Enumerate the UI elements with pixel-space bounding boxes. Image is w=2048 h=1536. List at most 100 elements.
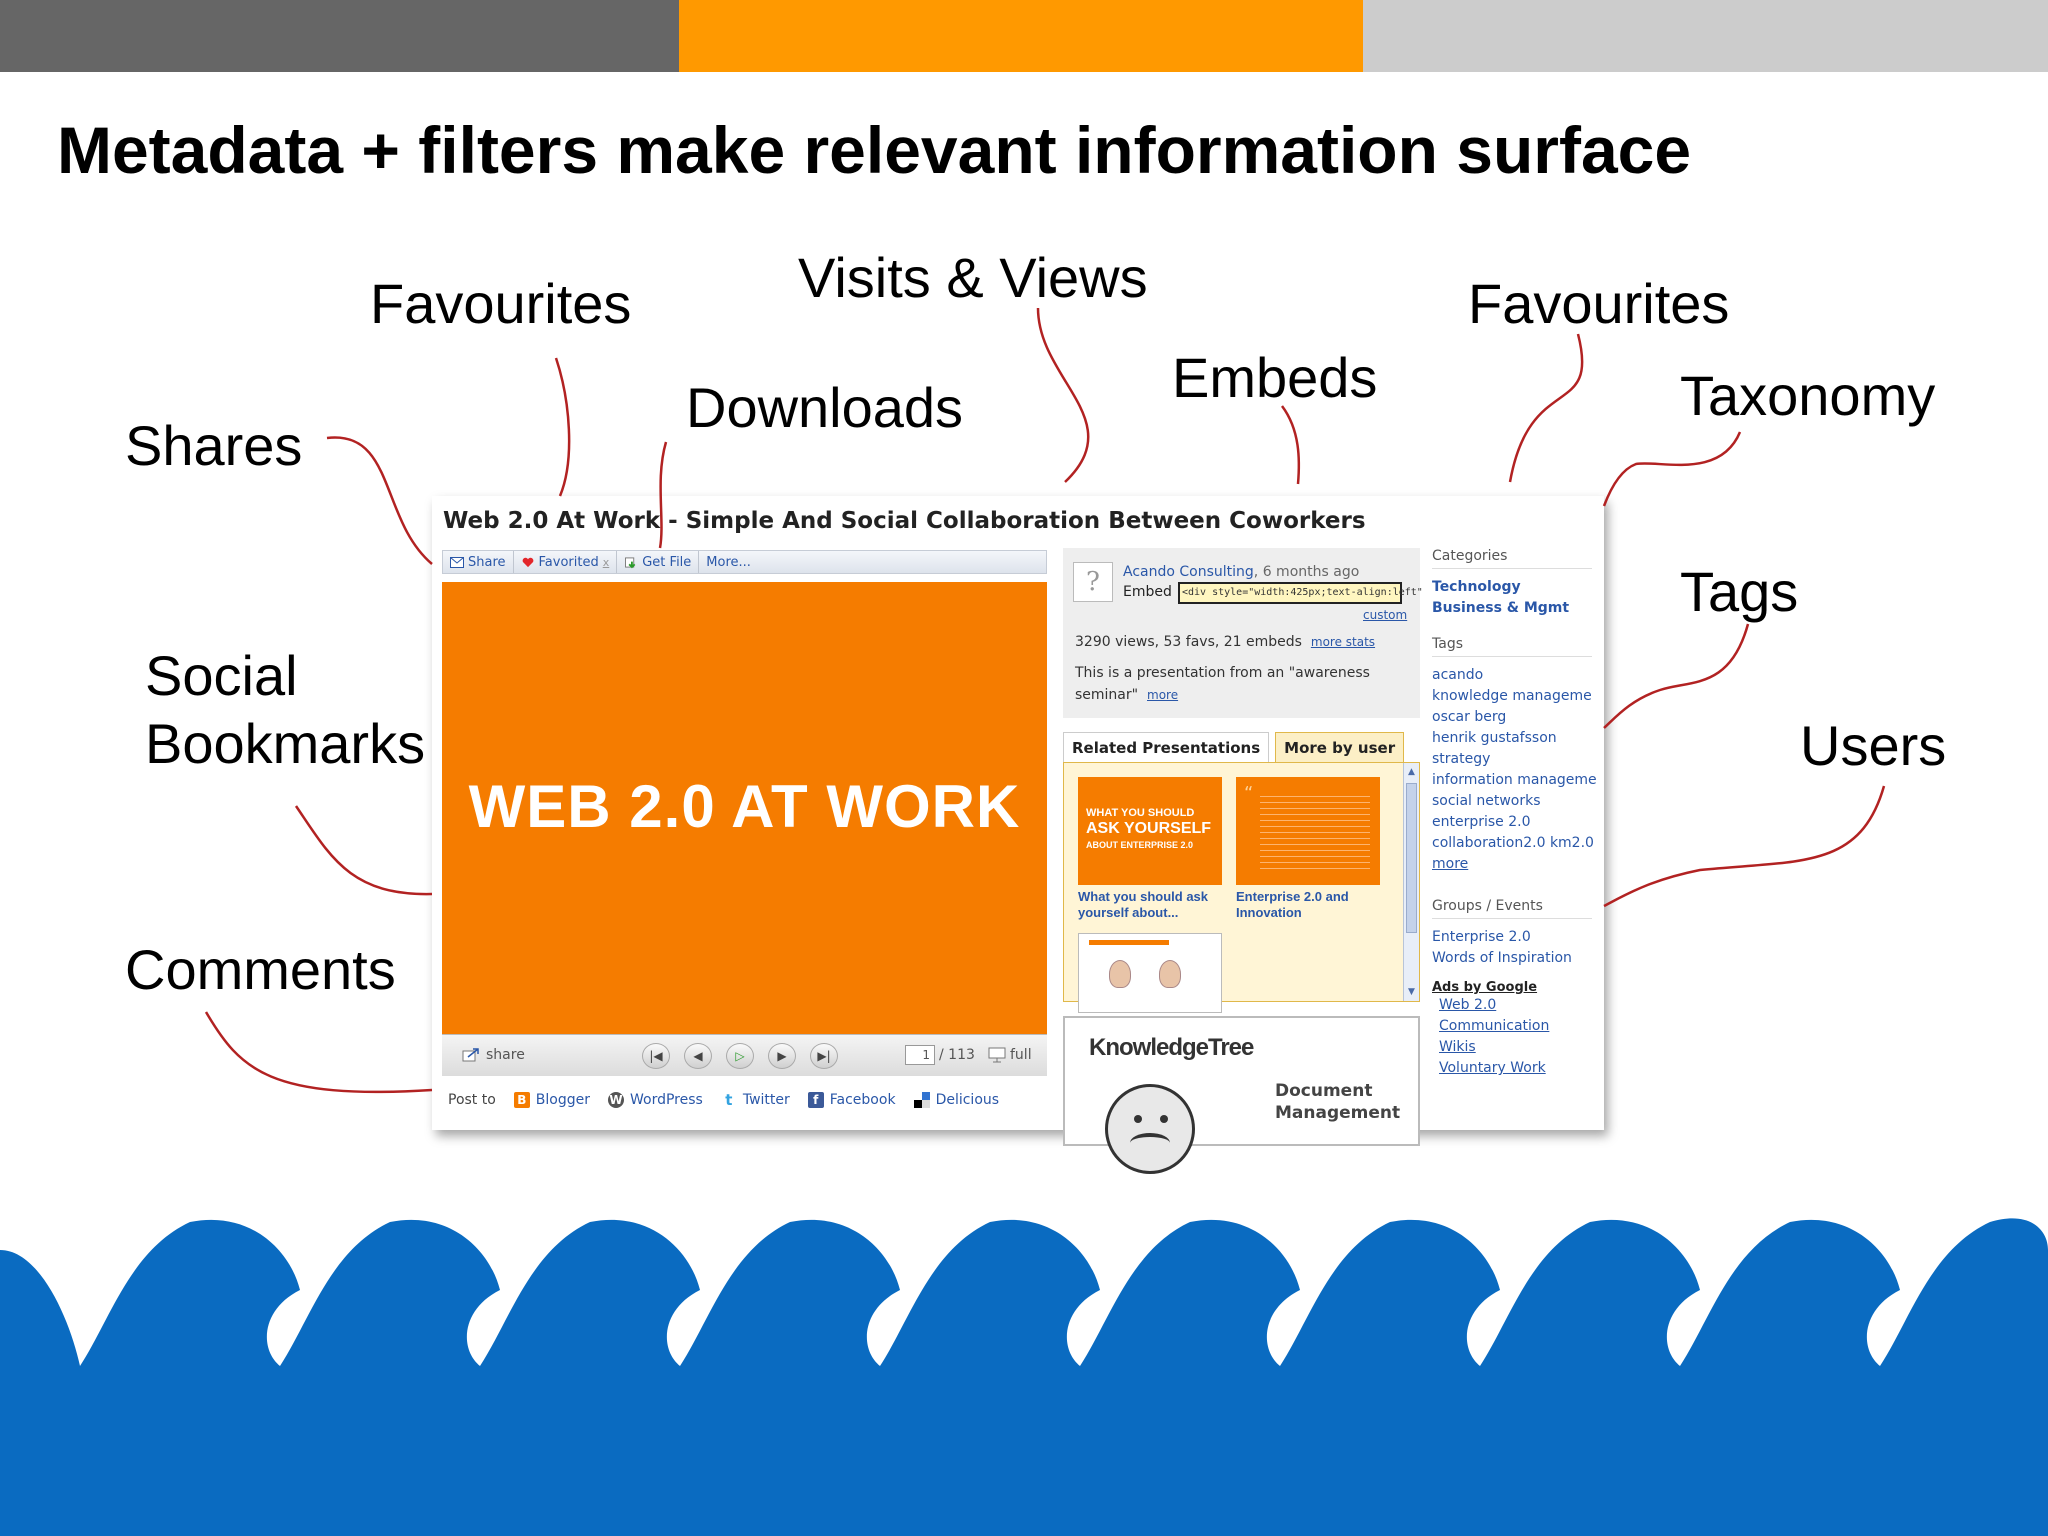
- scroll-down-icon[interactable]: ▼: [1408, 987, 1415, 997]
- group-link[interactable]: Enterprise 2.0: [1432, 929, 1531, 945]
- favorited-label: Favorited: [538, 554, 599, 570]
- callout-embeds: Embeds: [1172, 346, 1378, 409]
- ad-text-line1: Document: [1275, 1081, 1373, 1101]
- last-slide-button[interactable]: ▶|: [810, 1043, 838, 1069]
- category-link[interactable]: Business & Mgmt: [1432, 600, 1570, 616]
- post-to-bar: Post to B Blogger W WordPress t Twitter …: [442, 1082, 1047, 1118]
- ad-text-line2: Management: [1275, 1103, 1401, 1123]
- tag-link[interactable]: enterprise 2.0: [1432, 814, 1531, 830]
- posted-ago: , 6 months ago: [1253, 564, 1360, 580]
- related-caption-1[interactable]: What you should ask yourself about...: [1078, 889, 1209, 920]
- tag-link[interactable]: collaboration2.0 km2.0: [1432, 835, 1594, 851]
- tab-related-presentations[interactable]: Related Presentations: [1063, 732, 1270, 762]
- fullscreen-label: full: [1010, 1047, 1032, 1063]
- related-caption-2[interactable]: Enterprise 2.0 and Innovation: [1236, 889, 1349, 920]
- post-to-label: Post to: [448, 1092, 496, 1108]
- callout-shares: Shares: [125, 414, 303, 477]
- callout-users: Users: [1800, 714, 1947, 777]
- callout-social-line1: Social: [145, 644, 298, 707]
- knowledgetree-ad[interactable]: KnowledgeTree Document Management: [1063, 1016, 1420, 1174]
- avatar[interactable]: ?: [1073, 562, 1113, 602]
- callout-comments: Comments: [125, 938, 396, 1001]
- scroll-up-icon[interactable]: ▲: [1408, 767, 1415, 777]
- total-pages: / 113: [939, 1047, 975, 1063]
- description-text: This is a presentation from an "awarenes…: [1075, 665, 1370, 703]
- twitter-icon: t: [720, 1092, 737, 1108]
- post-facebook-link[interactable]: f Facebook: [807, 1092, 896, 1108]
- get-file-label: Get File: [642, 554, 692, 570]
- person-photo-icon: [1109, 960, 1131, 988]
- post-delicious-link[interactable]: Delicious: [913, 1092, 999, 1108]
- callout-visits-views: Visits & Views: [798, 246, 1148, 309]
- tags-more-link[interactable]: more: [1432, 856, 1469, 872]
- embed-code-field[interactable]: <div style="width:425px;text-align:left": [1178, 582, 1423, 604]
- tab-more-by-user[interactable]: More by user: [1275, 732, 1405, 762]
- player-share-label: share: [486, 1047, 525, 1063]
- related-thumbnail-2[interactable]: “: [1236, 777, 1380, 885]
- description: This is a presentation from an "awarenes…: [1075, 662, 1395, 706]
- scroll-thumb[interactable]: [1406, 783, 1417, 933]
- callout-downloads: Downloads: [686, 376, 964, 439]
- previous-slide-button[interactable]: ◀: [684, 1043, 712, 1069]
- tag-link[interactable]: acando: [1432, 667, 1484, 683]
- groups-section: Groups / Events Enterprise 2.0 Words of …: [1432, 898, 1592, 969]
- blogger-icon: B: [513, 1092, 530, 1108]
- presentation-toolbar: Share Favorited x Get File More...: [442, 550, 1047, 574]
- tag-link[interactable]: oscar berg: [1432, 709, 1507, 725]
- related-scrollbar[interactable]: ▲ ▼: [1403, 763, 1419, 1001]
- leader-social-bookmarks: [294, 805, 433, 896]
- related-thumbnail-1[interactable]: WHAT YOU SHOULD ASK YOURSELF ABOUT ENTER…: [1078, 777, 1222, 885]
- top-bar-orange: [679, 0, 1363, 72]
- custom-embed-link[interactable]: custom: [1363, 608, 1408, 622]
- unfavorite-icon[interactable]: x: [602, 555, 610, 569]
- tag-link[interactable]: strategy: [1432, 751, 1491, 767]
- slide-text: WEB 2.0 AT WORK: [468, 773, 1021, 840]
- smiley-eye: [1134, 1115, 1142, 1123]
- wordpress-icon: W: [608, 1092, 624, 1108]
- get-file-button[interactable]: Get File: [617, 551, 700, 573]
- next-slide-button[interactable]: ▶: [768, 1043, 796, 1069]
- callout-favourites-right: Favourites: [1468, 272, 1730, 335]
- category-link[interactable]: Technology: [1432, 579, 1521, 595]
- post-twitter-link[interactable]: t Twitter: [720, 1092, 790, 1108]
- smiley-eye: [1160, 1115, 1168, 1123]
- tag-link[interactable]: social networks: [1432, 793, 1541, 809]
- page-number-input[interactable]: 1: [905, 1045, 935, 1065]
- categories-section: Categories Technology Business & Mgmt: [1432, 548, 1592, 619]
- stats-line: 3290 views, 53 favs, 21 embeds more stat…: [1075, 634, 1375, 650]
- ads-title[interactable]: Ads by Google: [1432, 980, 1538, 995]
- tag-link[interactable]: henrik gustafsson: [1432, 730, 1557, 746]
- share-button[interactable]: Share: [443, 551, 514, 573]
- slide-viewer[interactable]: WEB 2.0 AT WORK: [442, 582, 1047, 1034]
- tags-section: Tags acando knowledge manageme oscar ber…: [1432, 636, 1597, 875]
- more-menu-button[interactable]: More...: [699, 551, 758, 573]
- person-photo-icon: [1159, 960, 1181, 988]
- fullscreen-button[interactable]: full: [988, 1047, 1032, 1063]
- leader-embeds: [1280, 405, 1301, 485]
- fullscreen-icon: [988, 1047, 1006, 1063]
- player-share-button[interactable]: share: [462, 1047, 525, 1063]
- tags-title: Tags: [1432, 636, 1592, 657]
- play-button[interactable]: ▷: [726, 1043, 754, 1069]
- group-link[interactable]: Words of Inspiration: [1432, 950, 1572, 966]
- more-stats-link[interactable]: more stats: [1310, 635, 1376, 649]
- download-icon: [625, 556, 636, 568]
- thumbnail-3-header-bar: [1089, 940, 1169, 945]
- post-wordpress-link[interactable]: W WordPress: [608, 1092, 703, 1108]
- share-label: Share: [468, 554, 506, 570]
- ad-link[interactable]: Communication: [1439, 1018, 1550, 1034]
- description-more-link[interactable]: more: [1147, 688, 1179, 702]
- ad-link[interactable]: Web 2.0: [1439, 997, 1497, 1013]
- play-icon: ▷: [735, 1049, 745, 1063]
- first-slide-button[interactable]: |◀: [642, 1043, 670, 1069]
- post-blogger-link[interactable]: B Blogger: [513, 1092, 590, 1108]
- tag-link[interactable]: information manageme: [1432, 772, 1597, 788]
- ad-link[interactable]: Voluntary Work: [1439, 1060, 1546, 1076]
- ad-link[interactable]: Wikis: [1439, 1039, 1476, 1055]
- author-link[interactable]: Acando Consulting: [1123, 564, 1254, 580]
- post-twitter-label: Twitter: [742, 1092, 790, 1108]
- related-thumbnail-3[interactable]: [1078, 933, 1222, 1013]
- favorited-button[interactable]: Favorited x: [514, 551, 618, 573]
- tag-link[interactable]: knowledge manageme: [1432, 688, 1592, 704]
- envelope-icon: [450, 556, 464, 568]
